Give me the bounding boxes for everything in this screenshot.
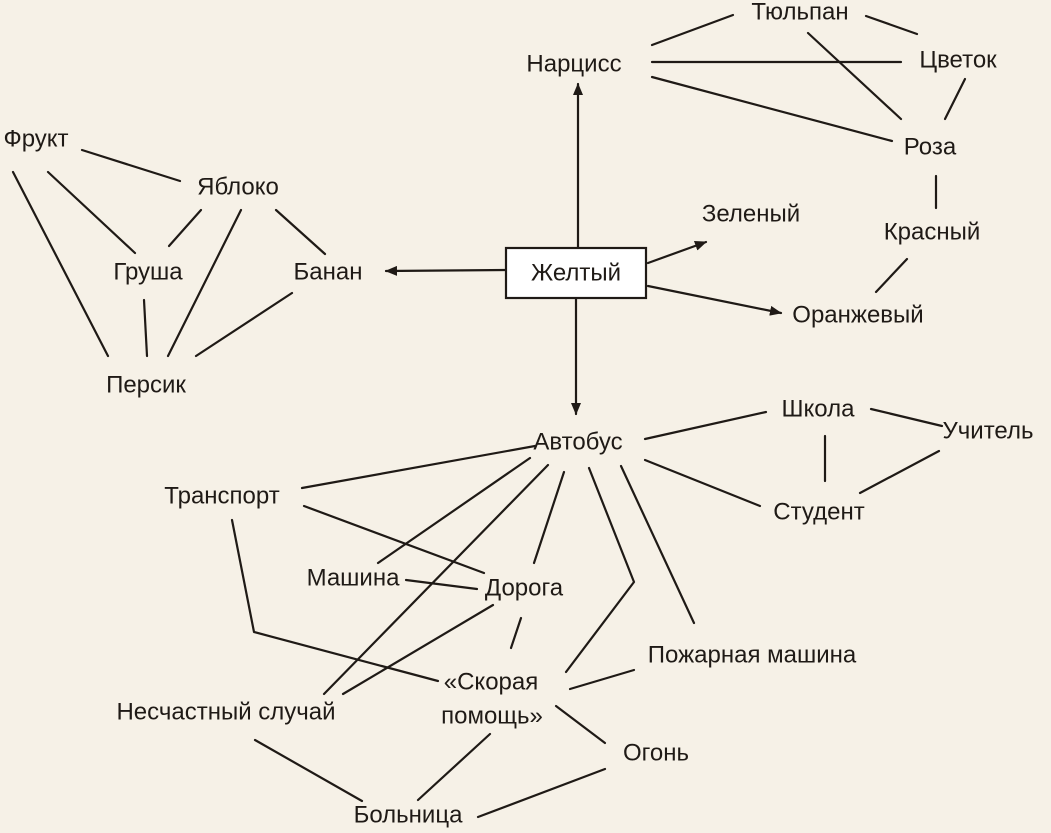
node-oranzhevy: Оранжевый (792, 301, 923, 328)
node-pozharnaya: Пожарная машина (648, 641, 857, 668)
node-neschastny: Несчастный случай (116, 698, 335, 725)
center-node: Желтый (504, 246, 648, 300)
edge-frukt-grusha (46, 170, 137, 255)
edge-doroga-skoraya (509, 616, 523, 650)
center-node-label: Желтый (531, 259, 621, 286)
node-tyulpan: Тюльпан (751, 0, 848, 25)
edge-tyulpan-tsvetok (864, 14, 919, 36)
edge-avtobus-mashina (376, 456, 532, 565)
edge-doroga-neschastny (341, 603, 495, 696)
edge-frukt-yabloko (80, 148, 182, 183)
node-grusha: Груша (113, 258, 183, 285)
node-persik: Персик (106, 371, 186, 398)
center-node-box (504, 246, 648, 300)
node-narciss: Нарцисс (526, 50, 621, 77)
node-skoraya-line2: помощь» (441, 702, 543, 729)
node-krasny: Красный (884, 218, 981, 245)
edge-grusha-persik (142, 298, 149, 358)
node-skoraya-line1: «Скорая (444, 668, 539, 695)
node-uchitel: Учитель (943, 417, 1034, 444)
edge-avtobus-doroga (532, 470, 566, 565)
edge-avtobus-neschastny (322, 463, 550, 696)
edge-tsvetok-roza (943, 77, 967, 121)
connection-lines (11, 13, 967, 819)
edge-pozharnaya-skoraya (568, 668, 636, 691)
node-frukt: Фрукт (3, 125, 68, 152)
node-student: Студент (773, 498, 864, 525)
center-arrows (384, 82, 783, 416)
arrow-to-oranzhevy (646, 284, 783, 316)
edge-banan-persik (194, 291, 294, 358)
edge-ogon-bolnitsa (476, 767, 607, 819)
edge-frukt-persik (11, 170, 110, 358)
edge-avtobus-skoraya (564, 466, 636, 674)
node-ogon: Огонь (623, 739, 689, 766)
edge-narciss-roza (650, 75, 894, 143)
node-banan: Банан (294, 258, 363, 285)
edge-yabloko-persik (166, 208, 243, 358)
edge-tyulpan-roza (806, 31, 903, 121)
edge-avtobus-student (643, 458, 762, 508)
node-yabloko: Яблоко (197, 173, 279, 200)
node-avtobus: Автобус (533, 428, 622, 455)
arrow-to-banan (384, 265, 508, 276)
edge-uchitel-student (858, 449, 941, 495)
edge-transport-skoraya (230, 518, 440, 683)
edge-shkola-uchitel (869, 407, 944, 428)
edge-narciss-tyulpan (650, 13, 735, 47)
node-labels: Нарцисс Тюльпан Цветок Роза Красный Зеле… (3, 0, 1033, 828)
edge-yabloko-grusha (167, 208, 203, 248)
node-transport: Транспорт (164, 482, 279, 509)
edge-neschastny-bolnitsa (253, 738, 364, 803)
node-mashina: Машина (307, 564, 401, 591)
arrow-to-zeleny (646, 240, 708, 265)
node-roza: Роза (904, 133, 957, 160)
edge-avtobus-pozharnaya (619, 464, 696, 625)
node-doroga: Дорога (485, 574, 564, 601)
edge-mashina-doroga (404, 578, 479, 591)
edge-yabloko-banan (274, 208, 327, 256)
edge-avtobus-shkola (643, 410, 768, 441)
edge-skoraya-ogon (554, 704, 607, 745)
edge-avtobus-transport (300, 444, 537, 490)
edge-krasny-oranzhevy (874, 257, 909, 294)
node-tsvetok: Цветок (919, 46, 997, 73)
edge-transport-doroga (302, 504, 486, 575)
node-bolnitsa: Больница (354, 801, 463, 828)
edge-skoraya-bolnitsa (416, 732, 492, 802)
node-zeleny: Зеленый (702, 200, 800, 227)
node-shkola: Школа (782, 395, 856, 422)
